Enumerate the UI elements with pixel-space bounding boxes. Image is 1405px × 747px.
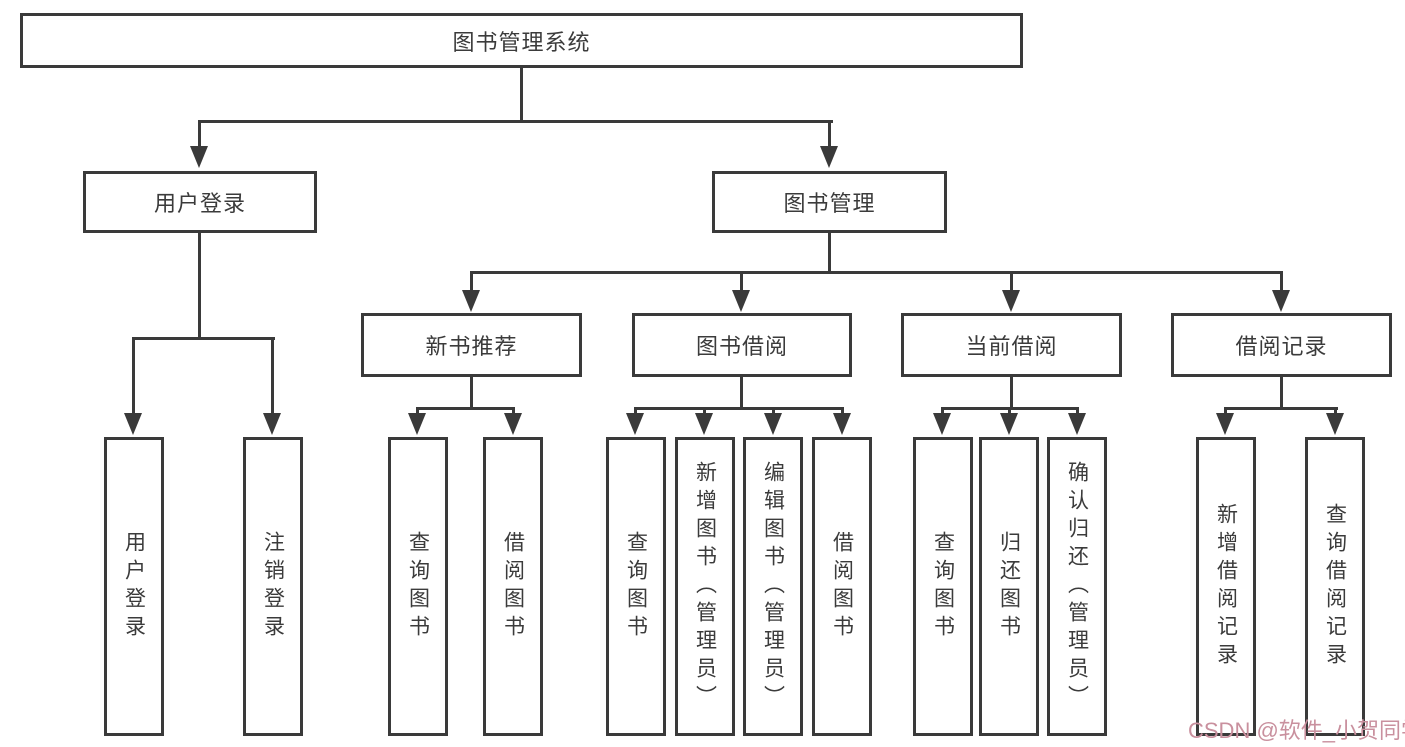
connector-line — [740, 377, 743, 410]
node-label: 当前借阅 — [965, 334, 1058, 359]
connector-line — [1008, 407, 1011, 417]
leaf-label: 新增借阅记录 — [1214, 502, 1238, 671]
arrow-down-icon — [732, 290, 750, 312]
leaf-borrow-books-recommend: 借阅图书 — [483, 437, 543, 736]
connector-line — [828, 120, 831, 148]
connector-line — [271, 337, 274, 415]
node-label: 图书管理系统 — [452, 29, 591, 55]
node-label: 借阅记录 — [1235, 334, 1328, 359]
arrow-down-icon — [124, 413, 142, 435]
arrow-down-icon — [462, 290, 480, 312]
leaf-query-books-borrowing: 查询图书 — [606, 437, 666, 736]
connector-line — [416, 407, 515, 410]
leaf-label: 归还图书 — [997, 530, 1021, 643]
arrow-down-icon — [408, 413, 426, 435]
connector-line — [634, 407, 637, 417]
node-book-management: 图书管理 — [712, 171, 947, 233]
leaf-label: 查询借阅记录 — [1323, 502, 1347, 671]
leaf-edit-books-admin: 编辑图书（管理员） — [743, 437, 803, 736]
connector-line — [416, 407, 419, 417]
leaf-label: 新增图书（管理员） — [693, 460, 717, 713]
arrow-down-icon — [833, 413, 851, 435]
leaf-label: 编辑图书（管理员） — [761, 460, 785, 713]
connector-line — [1280, 271, 1283, 293]
leaf-label: 借阅图书 — [830, 530, 854, 643]
arrow-down-icon — [1002, 290, 1020, 312]
leaf-add-books-admin: 新增图书（管理员） — [675, 437, 735, 736]
arrow-down-icon — [933, 413, 951, 435]
leaf-label: 借阅图书 — [501, 530, 525, 643]
connector-line — [1280, 377, 1283, 410]
leaf-label: 查询图书 — [931, 530, 955, 643]
node-new-book-recommendation: 新书推荐 — [361, 313, 582, 377]
arrow-down-icon — [190, 146, 208, 168]
connector-line — [1224, 407, 1338, 410]
arrow-down-icon — [504, 413, 522, 435]
connector-line — [198, 120, 833, 123]
arrow-down-icon — [695, 413, 713, 435]
arrow-down-icon — [820, 146, 838, 168]
node-book-borrowing: 图书借阅 — [632, 313, 852, 377]
connector-line — [828, 233, 831, 274]
arrow-down-icon — [1068, 413, 1086, 435]
leaf-label: 用户登录 — [122, 530, 146, 643]
connector-line — [470, 271, 473, 293]
connector-line — [132, 337, 135, 415]
connector-line — [1076, 407, 1079, 417]
csdn-watermark: CSDN @软件_小贺同学 — [1188, 718, 1405, 743]
connector-line — [512, 407, 515, 417]
leaf-label: 确认归还（管理员） — [1065, 460, 1089, 713]
arrow-down-icon — [263, 413, 281, 435]
arrow-down-icon — [1000, 413, 1018, 435]
leaf-label: 注销登录 — [261, 530, 285, 643]
connector-line — [634, 407, 844, 410]
node-label: 图书借阅 — [695, 334, 788, 359]
connector-line — [1334, 407, 1337, 417]
node-current-borrowing: 当前借阅 — [901, 313, 1122, 377]
connector-line — [198, 120, 201, 148]
leaf-user-login: 用户登录 — [104, 437, 164, 736]
node-root-book-management-system: 图书管理系统 — [20, 13, 1023, 68]
connector-line — [470, 377, 473, 410]
connector-line — [520, 68, 523, 123]
connector-line — [941, 407, 944, 417]
connector-line — [1010, 271, 1013, 293]
leaf-query-borrow-record: 查询借阅记录 — [1305, 437, 1365, 736]
arrow-down-icon — [1272, 290, 1290, 312]
connector-line — [772, 407, 775, 417]
leaf-logout: 注销登录 — [243, 437, 303, 736]
connector-line — [132, 337, 275, 340]
node-label: 用户登录 — [153, 191, 246, 216]
connector-line — [1224, 407, 1227, 417]
connector-line — [198, 233, 201, 340]
arrow-down-icon — [1216, 413, 1234, 435]
node-label: 图书管理 — [783, 191, 876, 216]
connector-line — [1010, 377, 1013, 410]
leaf-label: 查询图书 — [406, 530, 430, 643]
leaf-borrow-books-borrowing: 借阅图书 — [812, 437, 872, 736]
node-borrowing-records: 借阅记录 — [1171, 313, 1392, 377]
arrow-down-icon — [626, 413, 644, 435]
leaf-query-books-current: 查询图书 — [913, 437, 973, 736]
connector-line — [470, 271, 1283, 274]
connector-line — [740, 271, 743, 293]
node-user-login: 用户登录 — [83, 171, 317, 233]
connector-line — [841, 407, 844, 417]
leaf-return-books: 归还图书 — [979, 437, 1039, 736]
leaf-query-books-recommend: 查询图书 — [388, 437, 448, 736]
connector-line — [703, 407, 706, 417]
leaf-confirm-return-admin: 确认归还（管理员） — [1047, 437, 1107, 736]
arrow-down-icon — [764, 413, 782, 435]
arrow-down-icon — [1326, 413, 1344, 435]
leaf-label: 查询图书 — [624, 530, 648, 643]
leaf-add-borrow-record: 新增借阅记录 — [1196, 437, 1256, 736]
node-label: 新书推荐 — [425, 334, 518, 359]
